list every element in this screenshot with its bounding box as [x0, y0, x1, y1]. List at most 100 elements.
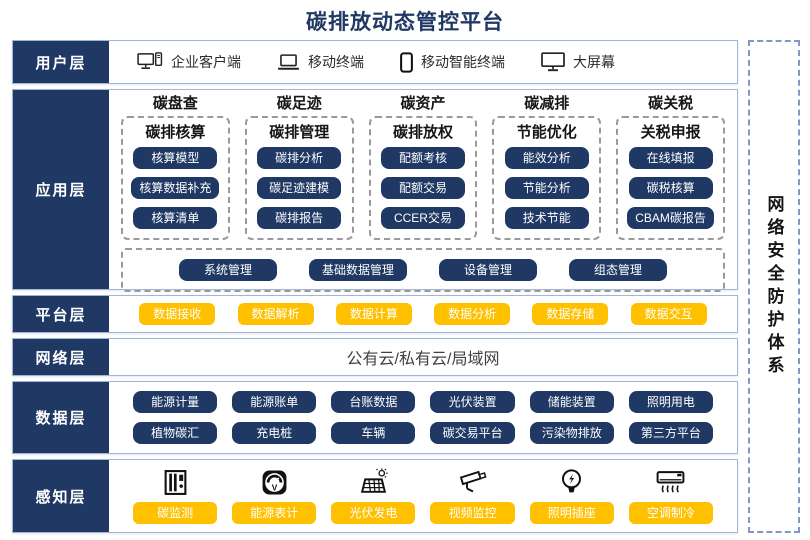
desktop-pc-icon [137, 52, 163, 72]
app-category-title: 碳关税 [648, 95, 694, 112]
security-sidebar-label: 网络安全防护体系 [764, 194, 784, 379]
perception-chip: 视频监控 [430, 502, 515, 524]
app-module-box: 关税申报 在线填报 碳税核算 CBAM碳报告 [616, 115, 725, 240]
app-module-box: 碳排管理 碳排分析 碳足迹建模 碳排报告 [244, 115, 354, 240]
app-feature-chip: 核算模型 [133, 146, 218, 169]
app-feature-chip: CBAM碳报告 [627, 206, 714, 229]
application-columns: 碳盘查 碳排核算 核算模型 核算数据补充 [121, 95, 725, 240]
app-column: 碳足迹 碳排管理 碳排分析 碳足迹建模 [244, 95, 354, 240]
app-module-box: 节能优化 能效分析 节能分析 技术节能 [492, 115, 602, 240]
data-source-chip: 第三方平台 [628, 422, 713, 444]
platform-service-chip: 数据存储 [532, 303, 609, 325]
perception-item: 碳监测 [133, 467, 218, 524]
carbon-monitor-icon [162, 467, 189, 497]
layer-stack: 用户层 企业客户端 移动终端 [12, 40, 738, 533]
app-category-title: 碳减排 [524, 95, 570, 112]
app-feature-list: 能效分析 节能分析 技术节能 [501, 146, 592, 229]
layer-label-application: 应用层 [13, 90, 109, 289]
app-feature-chip: 配额考核 [380, 146, 465, 169]
app-module-box: 碳排核算 核算模型 核算数据补充 核算清单 [121, 115, 230, 240]
app-category-title: 碳盘查 [152, 95, 198, 112]
app-feature-chip: 碳税核算 [628, 176, 713, 199]
layer-label-data: 数据层 [13, 382, 109, 453]
app-column: 碳盘查 碳排核算 核算模型 核算数据补充 [121, 95, 230, 240]
device-label: 大屏幕 [573, 54, 615, 70]
data-source-chip: 车辆 [331, 422, 416, 444]
device-label: 移动终端 [308, 54, 364, 70]
app-module-box: 碳排放权 配额考核 配额交易 CCER交易 [368, 115, 478, 240]
data-source-chip: 植物碳汇 [133, 422, 218, 444]
app-feature-list: 在线填报 碳税核算 CBAM碳报告 [625, 146, 716, 229]
perception-item: 光伏发电 [331, 467, 416, 524]
app-feature-chip: 技术节能 [504, 206, 589, 229]
svg-text:V: V [271, 482, 277, 492]
app-feature-chip: 能效分析 [504, 146, 589, 169]
perception-device-list: 碳监测 V 能源表计 光伏发电 [109, 460, 737, 532]
data-source-chip: 能源计量 [133, 391, 218, 413]
app-feature-list: 碳排分析 碳足迹建模 碳排报告 [254, 146, 345, 229]
app-column: 碳关税 关税申报 在线填报 碳税核算 [616, 95, 725, 240]
data-source-chip: 污染物排放 [529, 422, 614, 444]
app-module-title: 碳排放权 [392, 123, 453, 141]
common-module-chip: 组态管理 [569, 258, 667, 281]
video-camera-icon [458, 467, 488, 497]
device-item: 企业客户端 [137, 52, 241, 72]
network-text: 公有云/私有云/局域网 [346, 351, 500, 368]
layer-row-application: 应用层 碳盘查 碳排核算 [12, 89, 738, 292]
data-source-row-1: 能源计量 能源账单 台账数据 光伏装置 储能装置 照明用电 [133, 391, 713, 413]
data-source-chip: 光伏装置 [430, 391, 515, 413]
data-source-chip: 能源账单 [232, 391, 317, 413]
layer-label-perception: 感知层 [13, 460, 109, 532]
page-title: 碳排放动态管控平台 [306, 11, 504, 34]
smartphone-icon [400, 51, 413, 73]
data-source-chip: 照明用电 [628, 391, 713, 413]
platform-service-chip: 数据计算 [335, 303, 412, 325]
perception-chip: 能源表计 [232, 502, 317, 524]
platform-service-chip: 数据接收 [139, 303, 216, 325]
data-source-row-2: 植物碳汇 充电桩 车辆 碳交易平台 污染物排放 第三方平台 [133, 422, 713, 444]
app-feature-list: 核算模型 核算数据补充 核算清单 [130, 146, 221, 229]
common-module-chip: 设备管理 [439, 258, 537, 281]
perception-item: V 能源表计 [232, 467, 317, 524]
security-sidebar: 网络安全防护体系 [748, 40, 800, 533]
app-module-title: 碳排管理 [269, 123, 330, 141]
device-item: 移动终端 [277, 52, 364, 72]
app-module-title: 关税申报 [640, 123, 701, 141]
layer-row-user: 用户层 企业客户端 移动终端 [12, 40, 738, 84]
device-item: 大屏幕 [541, 52, 615, 72]
data-source-chip: 储能装置 [529, 391, 614, 413]
app-feature-chip: 碳排分析 [257, 146, 342, 169]
data-source-chip: 碳交易平台 [430, 422, 515, 444]
layer-label-network: 网络层 [13, 339, 109, 375]
app-feature-chip: 节能分析 [504, 176, 589, 199]
air-conditioner-icon [655, 467, 686, 497]
laptop-icon [277, 53, 300, 71]
device-label: 移动智能终端 [421, 54, 505, 70]
app-category-title: 碳资产 [400, 95, 446, 112]
common-module-chip: 系统管理 [179, 258, 277, 281]
perception-chip: 碳监测 [133, 502, 218, 524]
data-source-grid: 能源计量 能源账单 台账数据 光伏装置 储能装置 照明用电 [109, 382, 737, 453]
solar-power-icon [358, 467, 389, 497]
layer-row-perception: 感知层 碳监测 V 能源表计 [12, 459, 738, 533]
app-module-title: 节能优化 [516, 123, 577, 141]
device-item: 移动智能终端 [400, 51, 505, 73]
app-module-title: 碳排核算 [145, 123, 206, 141]
app-feature-list: 配额考核 配额交易 CCER交易 [378, 146, 469, 229]
perception-chip: 照明插座 [529, 502, 614, 524]
energy-meter-icon: V [261, 467, 288, 497]
device-label: 企业客户端 [171, 54, 241, 70]
platform-service-chip: 数据分析 [434, 303, 511, 325]
perception-chip: 光伏发电 [331, 502, 416, 524]
app-category-title: 碳足迹 [276, 95, 322, 112]
perception-item: 视频监控 [430, 467, 515, 524]
network-content: 公有云/私有云/局域网 [109, 339, 737, 375]
layer-label-platform: 平台层 [13, 296, 109, 332]
app-feature-chip: CCER交易 [380, 206, 465, 229]
layer-row-network: 网络层 公有云/私有云/局域网 [12, 338, 738, 376]
perception-item: 空调制冷 [628, 467, 713, 524]
app-feature-chip: 在线填报 [628, 146, 713, 169]
app-column: 碳资产 碳排放权 配额考核 配额交易 [368, 95, 478, 240]
perception-chip: 空调制冷 [628, 502, 713, 524]
